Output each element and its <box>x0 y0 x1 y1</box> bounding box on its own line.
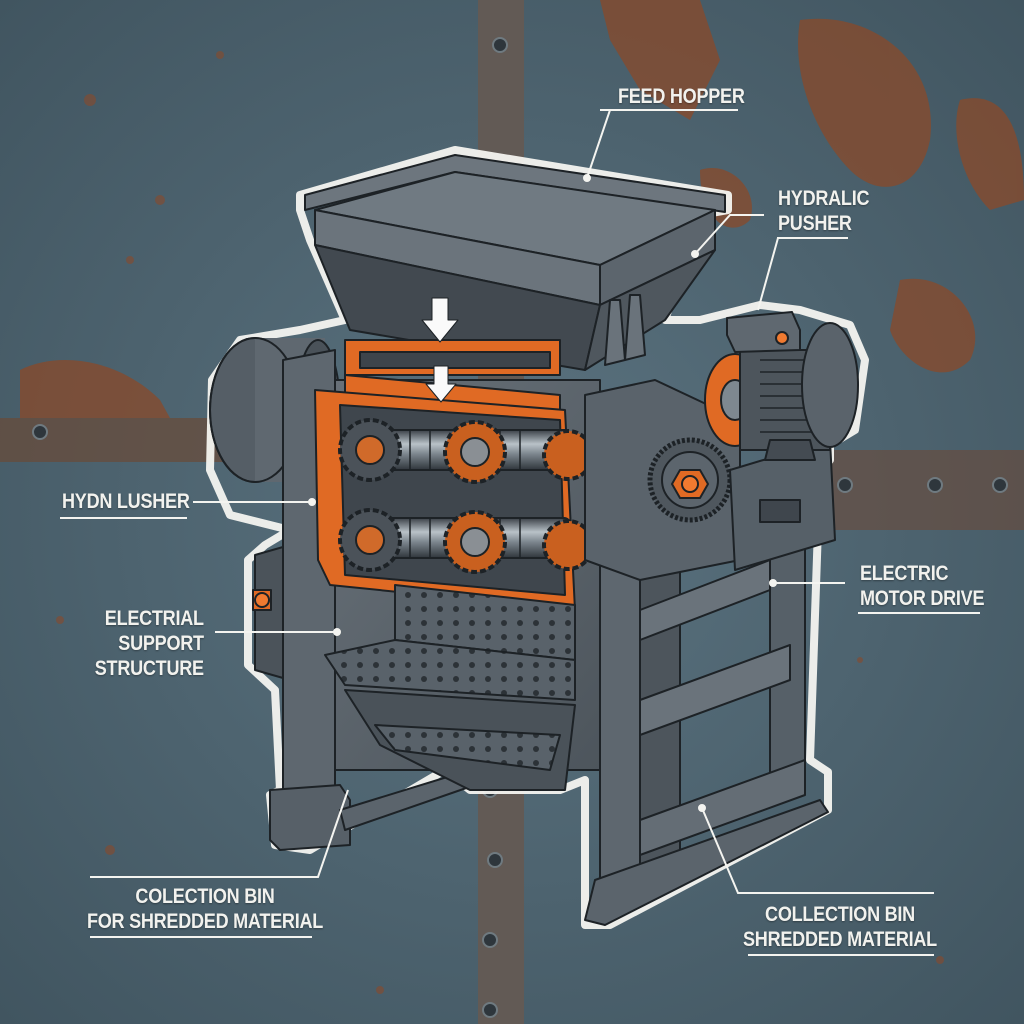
electric-motor <box>704 311 859 461</box>
down-arrow-icon <box>421 297 459 343</box>
label-text: MOTOR DRIVE <box>860 587 985 610</box>
label-text: COLLECTION BIN <box>765 903 915 926</box>
electrical-box <box>252 544 291 681</box>
leader-collection-bin-left <box>90 789 349 878</box>
label-feed-hopper: FEED HOPPER <box>618 84 745 109</box>
leader-lines <box>60 109 980 956</box>
feed-hopper <box>304 154 726 371</box>
label-text: HYDN LUSHER <box>62 490 190 513</box>
cutter-discs <box>338 418 594 574</box>
label-text: SUPPORT <box>118 632 204 655</box>
down-arrow-icon <box>425 365 457 403</box>
label-collection-bin-right: COLLECTION BIN SHREDDED MATERIAL <box>737 902 943 952</box>
label-collection-bin-left: COLECTION BIN FOR SHREDDED MATERIAL <box>80 884 329 934</box>
label-text: PUSHER <box>778 212 852 235</box>
label-text: ELECTRIAL <box>104 607 204 630</box>
label-electric-motor-drive: ELECTRIC MOTOR DRIVE <box>860 561 985 611</box>
label-text: HYDRALIC <box>778 187 870 210</box>
leader-collection-bin-right <box>701 807 934 894</box>
leader-hydraulic-pusher <box>694 214 764 255</box>
label-text: SHREDDED MATERIAL <box>743 928 937 951</box>
shredder-machine <box>209 154 859 926</box>
cutter-shafts <box>338 418 594 574</box>
flow-arrows <box>421 297 459 403</box>
label-hydn-lusher: HYDN LUSHER <box>62 489 190 514</box>
label-hydraulic-pusher: HYDRALIC PUSHER <box>778 186 870 236</box>
label-text: COLECTION BIN <box>135 885 275 908</box>
label-electrial-support-structure: ELECTRIAL SUPPORT STRUCTURE <box>95 606 204 681</box>
gearbox <box>584 379 836 581</box>
label-text: STRUCTURE <box>94 657 204 680</box>
label-text: ELECTRIC <box>860 562 949 585</box>
perforated-screens <box>324 584 576 791</box>
label-text: FEED HOPPER <box>618 85 745 108</box>
label-text: FOR SHREDDED MATERIAL <box>86 910 324 933</box>
